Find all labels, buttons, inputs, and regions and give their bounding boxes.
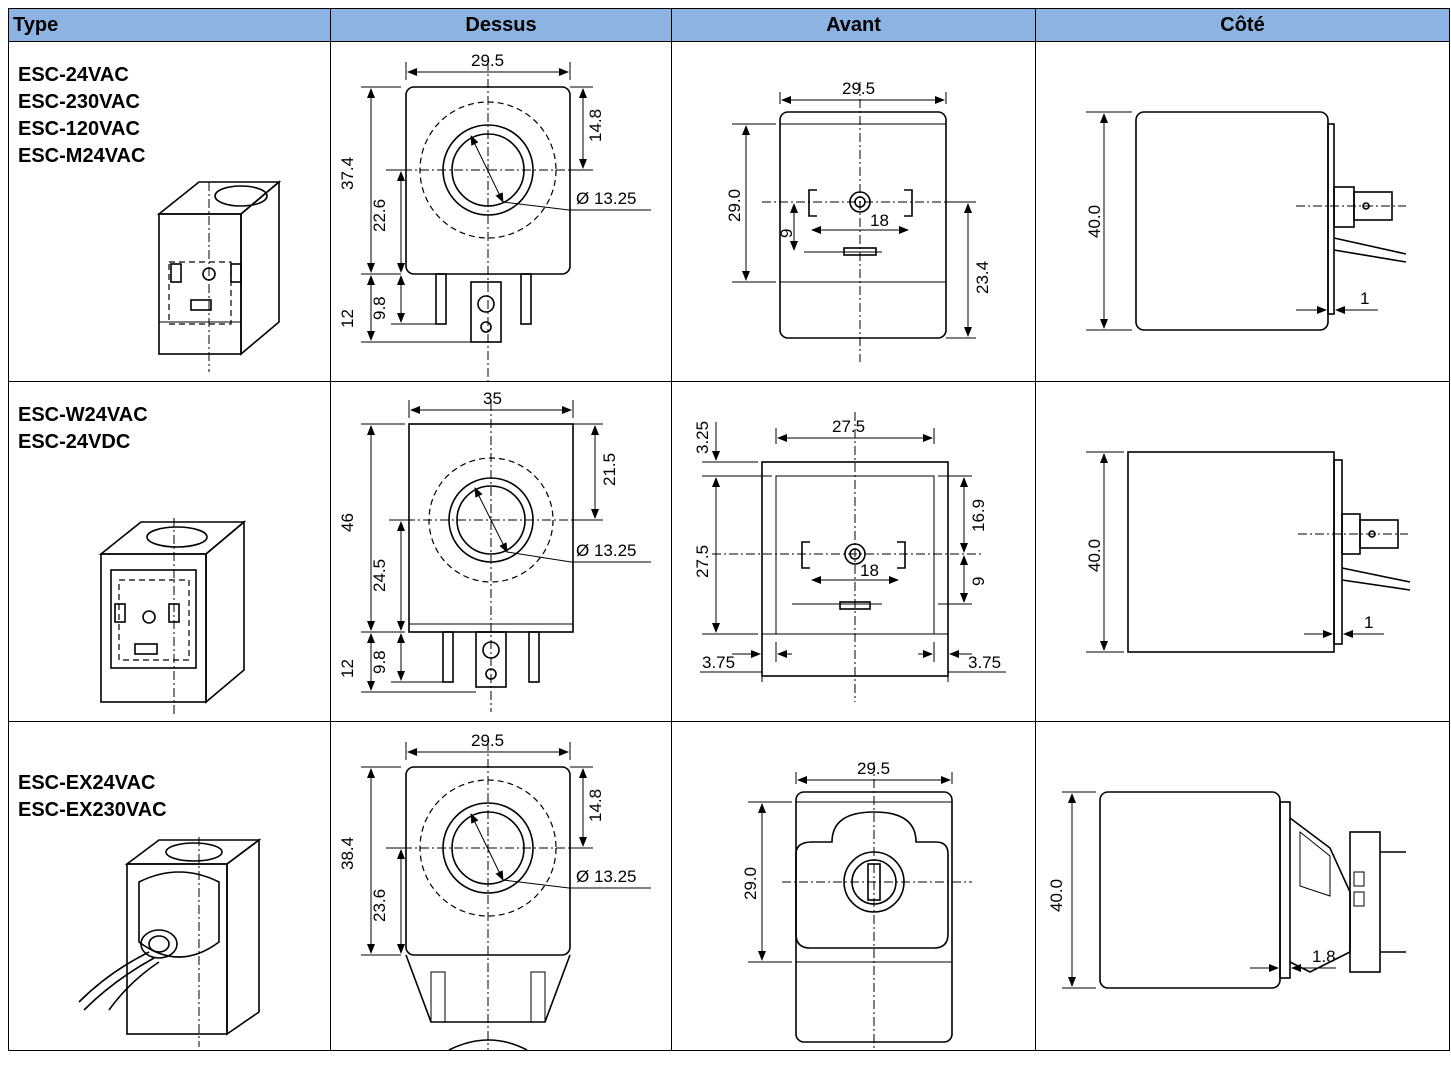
top-gap-label: 3.25 (693, 421, 712, 454)
model-label: ESC-EX230VAC (18, 799, 167, 821)
type-cell: ESC-EX24VAC ESC-EX230VAC (8, 721, 331, 1051)
side-height-label: 40.0 (1085, 205, 1104, 238)
height-label: 46 (338, 513, 357, 532)
coil-product-image (78, 837, 262, 1047)
pin-offset-label: 9 (969, 577, 988, 586)
top-view-cell: Ø 13.25 29.5 37.4 22.6 (330, 41, 672, 382)
header-type: Type (8, 8, 331, 42)
side-height-label: 40.0 (1047, 879, 1066, 912)
base-label: 23.4 (973, 261, 992, 294)
diameter-label: Ø 13.25 (576, 189, 637, 208)
header-row: Type Dessus Avant Côté (8, 8, 1450, 42)
pin-inner-label: 9.8 (370, 650, 389, 674)
upper-label: 14.8 (586, 109, 605, 142)
front-view-drawing: 29.5 29.0 (741, 759, 972, 1050)
side-view-drawing: 40.0 1 (1085, 111, 1407, 331)
front-view-drawing: 29.5 29.0 18 9 23.4 (725, 79, 992, 362)
front-width-label: 29.5 (842, 79, 875, 98)
top-view-drawing: Ø 13.25 35 46 24.5 (338, 389, 651, 712)
side-height-label: 40.0 (1085, 539, 1104, 572)
type-cell: ESC-W24VAC ESC-24VDC (8, 381, 331, 722)
width-label: 29.5 (471, 51, 504, 70)
front-width-label: 27.5 (832, 417, 865, 436)
side-gap-label: 1 (1364, 613, 1373, 632)
side-view-drawing: 40.0 1.8 (1047, 791, 1406, 989)
model-list: ESC-24VAC ESC-230VAC ESC-120VAC ESC-M24V… (18, 62, 145, 170)
model-label: ESC-120VAC (18, 118, 140, 140)
upper-label: 14.8 (586, 789, 605, 822)
diameter-label: Ø 13.25 (576, 867, 637, 886)
pin-offset-label: 9 (777, 229, 796, 238)
header-front: Avant (671, 8, 1036, 42)
model-label: ESC-W24VAC (18, 404, 148, 426)
side-gap-label: 1.8 (1312, 947, 1336, 966)
header-side: Côté (1035, 8, 1450, 42)
model-label: ESC-230VAC (18, 91, 140, 113)
dimension-table: Type Dessus Avant Côté ESC-24VAC ESC-230… (8, 8, 1450, 1051)
upper-label: 21.5 (600, 453, 619, 486)
coil-product-image (98, 518, 247, 717)
width-label: 35 (483, 389, 502, 408)
side-view-cell: 40.0 1 (1035, 41, 1450, 382)
top-view-drawing: Ø 13.25 29.5 37.4 22.6 (338, 51, 651, 381)
side-view-cell: 40.0 1.8 (1035, 721, 1450, 1051)
width-label: 29.5 (471, 731, 504, 750)
side-view-cell: 40.0 1 (1035, 381, 1450, 722)
height-label: 37.4 (338, 157, 357, 190)
front-view-cell: 29.5 29.0 18 9 23.4 (671, 41, 1036, 382)
model-label: ESC-M24VAC (18, 145, 146, 167)
upper-label: 16.9 (969, 499, 988, 532)
height-label: 38.4 (338, 837, 357, 870)
top-view-drawing: Ø 13.25 29.5 38.4 23.6 (338, 731, 651, 1050)
model-list: ESC-EX24VAC ESC-EX230VAC (18, 770, 167, 824)
pins-label: 18 (860, 561, 879, 580)
pin-outer-label: 12 (338, 309, 357, 328)
front-width-label: 29.5 (857, 759, 890, 778)
table-row: ESC-24VAC ESC-230VAC ESC-120VAC ESC-M24V… (8, 41, 1450, 382)
model-list: ESC-W24VAC ESC-24VDC (18, 402, 148, 456)
model-label: ESC-24VAC (18, 64, 129, 86)
diameter-label: Ø 13.25 (576, 541, 637, 560)
side-view-drawing: 40.0 1 (1085, 451, 1411, 653)
front-height-label: 29.0 (725, 189, 744, 222)
pin-inner-label: 9.8 (370, 296, 389, 320)
front-view-cell: 29.5 29.0 (671, 721, 1036, 1051)
margin-right-label: 3.75 (968, 653, 1001, 672)
pin-outer-label: 12 (338, 659, 357, 678)
front-height-label: 27.5 (693, 545, 712, 578)
type-cell: ESC-24VAC ESC-230VAC ESC-120VAC ESC-M24V… (8, 41, 331, 382)
pins-label: 18 (870, 211, 889, 230)
side-gap-label: 1 (1360, 289, 1369, 308)
lower-label: 22.6 (370, 199, 389, 232)
front-view-drawing: 27.5 3.25 27.5 18 16.9 9 (693, 412, 1006, 702)
top-view-cell: Ø 13.25 35 46 24.5 (330, 381, 672, 722)
lower-label: 24.5 (370, 559, 389, 592)
front-height-label: 29.0 (741, 867, 760, 900)
table-row: ESC-W24VAC ESC-24VDC (8, 381, 1450, 722)
model-label: ESC-EX24VAC (18, 772, 156, 794)
coil-product-image (156, 180, 282, 372)
top-view-cell: Ø 13.25 29.5 38.4 23.6 (330, 721, 672, 1051)
header-top: Dessus (330, 8, 672, 42)
model-label: ESC-24VDC (18, 431, 131, 453)
lower-label: 23.6 (370, 889, 389, 922)
margin-left-label: 3.75 (702, 653, 735, 672)
front-view-cell: 27.5 3.25 27.5 18 16.9 9 (671, 381, 1036, 722)
table-row: ESC-EX24VAC ESC-EX230VAC (8, 721, 1450, 1051)
